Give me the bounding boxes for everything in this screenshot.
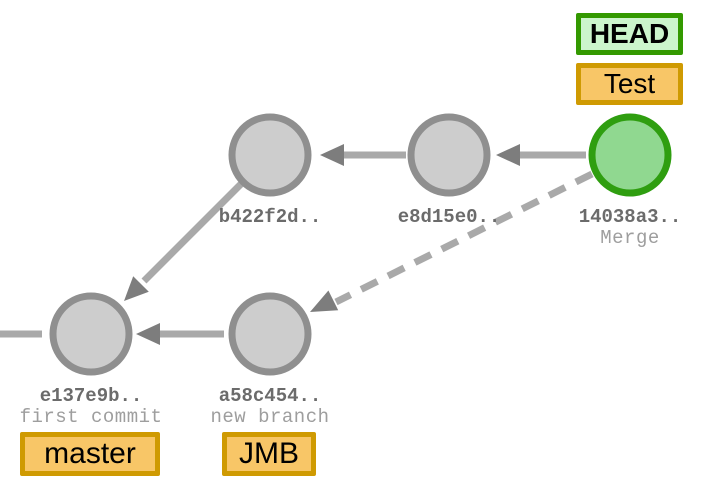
commit-id-b422f2d: b422f2d..: [219, 206, 322, 228]
commit-id-14038a3: 14038a3..: [579, 206, 682, 228]
commit-node-e8d15e0[interactable]: [407, 113, 491, 197]
commit-node-a58c454[interactable]: [228, 292, 312, 376]
arrowhead-icon: [124, 276, 149, 301]
head-ref-badge: HEAD: [576, 13, 683, 55]
commit-message-first-commit: first commit: [20, 406, 163, 428]
branch-badge-test: Test: [576, 63, 683, 105]
arrow-shaft: [141, 181, 244, 284]
arrow-e8d15e0-to-b422f2d: [320, 144, 406, 166]
arrowhead-icon: [310, 290, 339, 312]
arrow-b422f2d-to-e137e9b: [124, 181, 244, 301]
commit-message-new-branch: new branch: [210, 406, 329, 428]
arrow-dashed-14038a3-to-a58c454: [310, 170, 594, 312]
head-ref-label: HEAD: [589, 18, 670, 49]
branch-label-jmb: JMB: [239, 437, 299, 470]
arrowhead-icon: [320, 144, 344, 166]
arrowhead-icon: [136, 323, 160, 345]
branch-badge-master: master: [20, 432, 160, 476]
arrow-14038a3-to-e8d15e0: [496, 144, 586, 166]
commit-id-a58c454: a58c454..: [219, 385, 322, 407]
branch-badge-jmb: JMB: [222, 432, 316, 476]
arrowhead-icon: [496, 144, 520, 166]
commit-message-merge: Merge: [600, 227, 660, 249]
arrow-a58c454-to-e137e9b: [136, 323, 224, 345]
arrow-shaft-dashed: [334, 170, 594, 306]
commit-node-14038a3-current[interactable]: [588, 113, 672, 197]
commit-id-e137e9b: e137e9b..: [40, 385, 143, 407]
commit-node-e137e9b[interactable]: [49, 292, 133, 376]
branch-label-test: Test: [603, 68, 656, 99]
commit-node-b422f2d[interactable]: [228, 113, 312, 197]
branch-label-master: master: [44, 437, 136, 470]
commit-id-e8d15e0: e8d15e0..: [398, 206, 501, 228]
